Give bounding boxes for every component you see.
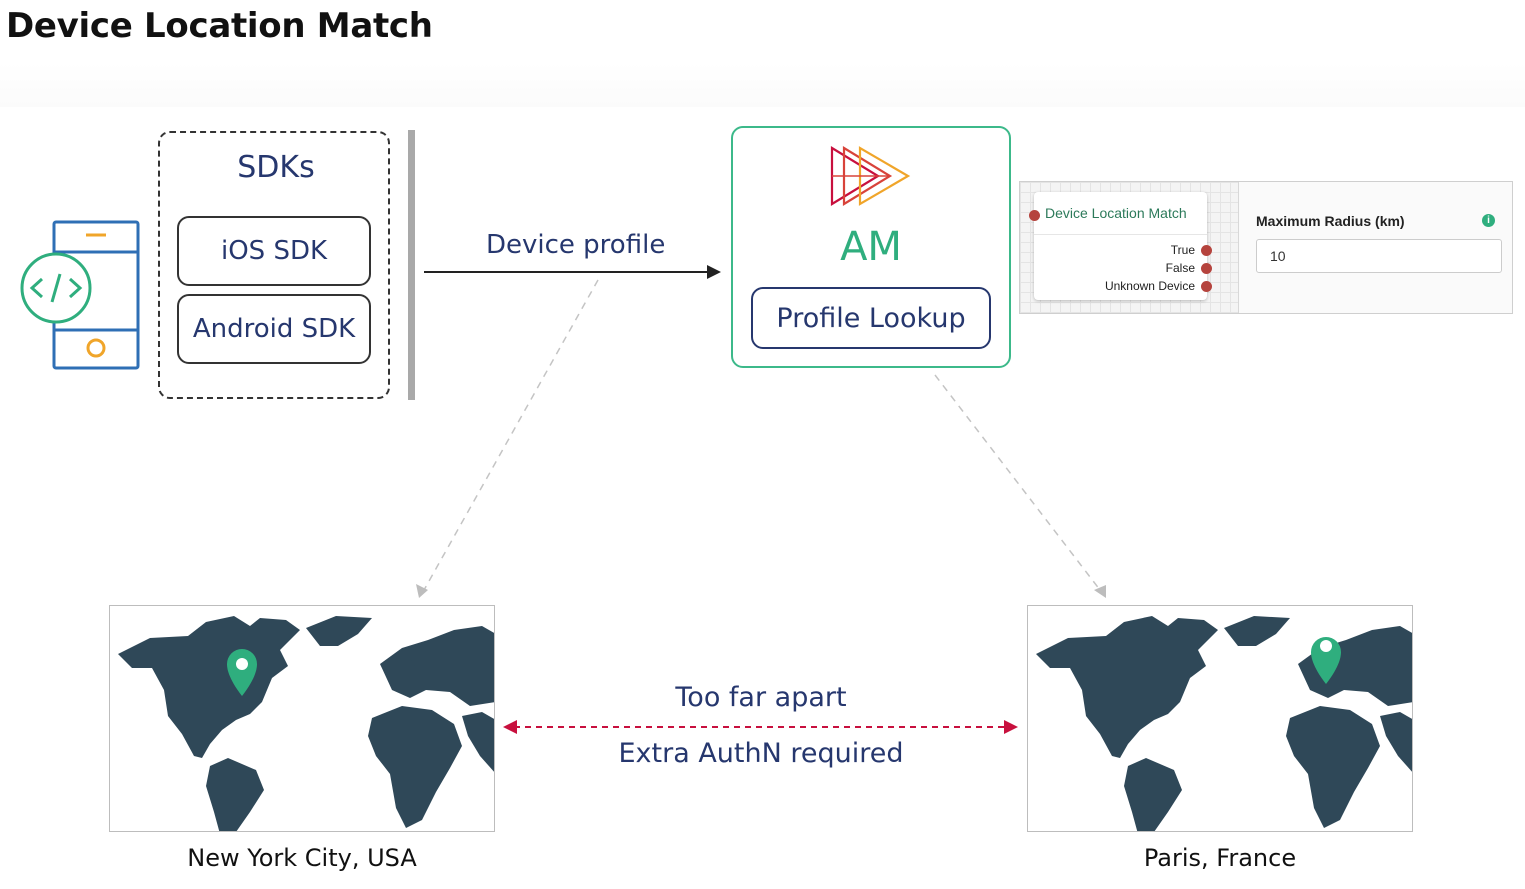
node-config-panel: Device Location Match True False Unknown… [1019, 181, 1513, 314]
device-profile-label: Device profile [486, 230, 666, 260]
outcome-false-port[interactable] [1201, 263, 1212, 274]
am-title: AM [840, 224, 902, 270]
android-sdk-box: Android SDK [177, 294, 371, 364]
dashed-link-right [934, 374, 1101, 591]
node-title: Device Location Match [1045, 205, 1187, 221]
device-location-match-node[interactable]: Device Location Match True False Unknown… [1029, 192, 1212, 300]
location-pin-icon [1311, 637, 1341, 684]
ios-sdk-box: iOS SDK [177, 216, 371, 286]
location-left-caption: New York City, USA [187, 844, 417, 872]
sdk-group-title: SDKs [237, 150, 315, 185]
dashed-link-left-arrowhead [416, 584, 428, 598]
too-far-apart-label: Too far apart [675, 682, 847, 713]
dashed-link-left [423, 279, 599, 591]
outcome-true-label: True [1170, 243, 1195, 257]
outcome-false-label: False [1165, 261, 1195, 275]
info-icon[interactable]: i [1482, 214, 1495, 227]
map-paris [1027, 605, 1413, 832]
outcome-true-port[interactable] [1201, 245, 1212, 256]
world-map [118, 616, 494, 831]
node-canvas: Device Location Match True False Unknown… [1020, 182, 1239, 313]
profile-lookup-box: Profile Lookup [751, 287, 991, 349]
distance-arrowhead-left [503, 720, 517, 734]
max-radius-label: Maximum Radius (km) [1256, 213, 1405, 229]
outcome-unknown-label: Unknown Device [1104, 279, 1195, 293]
sdk-divider [408, 130, 415, 400]
location-pin-icon [227, 649, 257, 696]
page-title: Device Location Match [6, 6, 433, 46]
dashed-link-right-arrowhead [1094, 585, 1106, 598]
forgerock-logo-icon [830, 146, 911, 206]
world-map [1036, 616, 1412, 831]
extra-authn-label: Extra AuthN required [618, 738, 904, 769]
distance-arrowhead-right [1004, 720, 1018, 734]
node-input-port[interactable] [1029, 210, 1040, 221]
node-header [1034, 192, 1207, 235]
outcome-unknown-port[interactable] [1201, 281, 1212, 292]
device-profile-arrowhead [707, 265, 721, 279]
header-band [0, 62, 1525, 107]
mobile-code-icon [20, 220, 140, 370]
location-right-caption: Paris, France [1143, 844, 1297, 872]
am-box [731, 126, 1011, 368]
sdk-group [158, 131, 390, 399]
max-radius-input[interactable]: 10 [1256, 239, 1502, 273]
map-new-york [109, 605, 495, 832]
